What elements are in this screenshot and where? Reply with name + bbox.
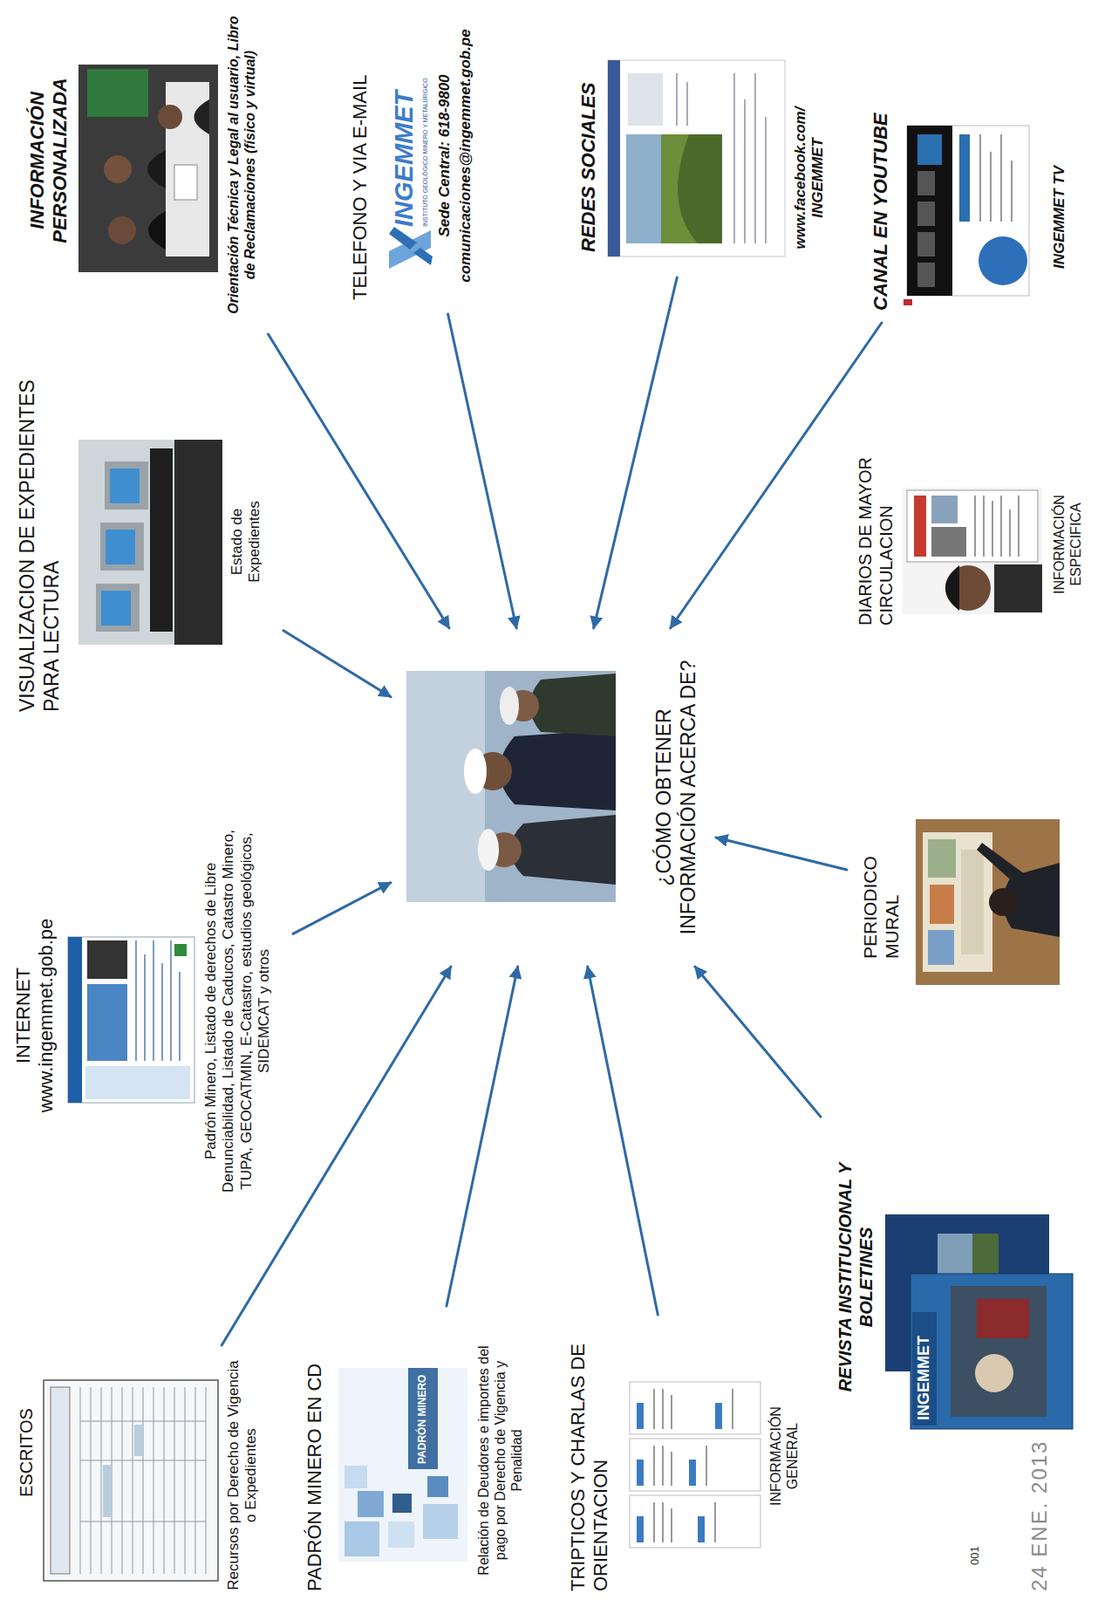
info-block: VISUALIZACION DE EXPEDIENTES PARA LECTUR… bbox=[13, 372, 272, 715]
block-title: CANAL EN YOUTUBE bbox=[869, 68, 893, 311]
block-title: PERIODICO MURAL bbox=[859, 827, 903, 959]
info-block: PADRÓN MINERO EN CD Relación de Deudores … bbox=[300, 1317, 530, 1593]
label-text: 001 bbox=[968, 1545, 983, 1565]
block-title: INFORMACIÓN PERSONALIZADA bbox=[26, 55, 73, 266]
block-description: Padrón Minero, Listado de derechos de Li… bbox=[202, 818, 274, 1203]
label-text: PADRÓN MINERO bbox=[416, 1374, 429, 1464]
arrow-connector bbox=[695, 966, 821, 1117]
website-screenshot bbox=[68, 936, 195, 1103]
block-description: Relación de Deudores e importes del pago… bbox=[475, 1337, 526, 1583]
block-description: comunicaciones@ingemmet.gob.pe bbox=[456, 9, 475, 302]
block-description: INFORMACIÓN ESPECIFICA bbox=[1050, 474, 1085, 614]
block-title: DIARIOS DE MAYOR CIRCULACION bbox=[854, 424, 897, 626]
arrow-connector bbox=[587, 966, 659, 1315]
info-block: ESCRITOS Recursos por Derecho de Vigencia… bbox=[12, 1357, 274, 1593]
label-text: INGEMMET bbox=[914, 1335, 935, 1420]
miners-photo bbox=[406, 670, 616, 902]
arrow-connector bbox=[593, 277, 678, 628]
block-title: ¿CÓMO OBTENER INFORMACIÓN ACERCA DE? bbox=[652, 640, 701, 955]
computer-room-photo bbox=[78, 439, 223, 645]
info-block: DIARIOS DE MAYOR CIRCULACION INFORMACIÓN … bbox=[852, 424, 1093, 628]
youtube-screenshot bbox=[903, 125, 1030, 306]
block-title: INTERNET www.ingemmet.gob.pe bbox=[12, 884, 59, 1146]
block-description: INFORMACIÓN GENERAL bbox=[767, 1394, 801, 1517]
block-title: TRIPTICOS Y CHARLAS DE ORIENTACION bbox=[566, 1329, 614, 1591]
label-text: 24 ENE. 2013 bbox=[1027, 1439, 1053, 1591]
logo-mark bbox=[388, 226, 433, 269]
magazine-covers bbox=[885, 1213, 1073, 1429]
arrow-connector bbox=[670, 322, 882, 628]
form-scan bbox=[43, 1379, 219, 1581]
office-photo bbox=[78, 64, 219, 273]
block-description: Sede Central: 618-9800 bbox=[436, 9, 454, 302]
arrow-connector bbox=[448, 313, 518, 628]
block-title: REVISTA INSTITUCIONAL Y BOLETINES bbox=[834, 1124, 877, 1430]
block-title: PADRÓN MINERO EN CD bbox=[303, 1320, 327, 1591]
block-description: www.facebook.com/ INGEMMET bbox=[791, 99, 828, 257]
block-description: Estado de Expedientes bbox=[228, 484, 265, 599]
info-block: PERIODICO MURAL bbox=[859, 805, 1062, 989]
arrow-connector bbox=[293, 882, 391, 935]
block-title: VISUALIZACION DE EXPEDIENTES PARA LECTUR… bbox=[15, 373, 64, 712]
brochures bbox=[629, 1381, 761, 1548]
block-description: Recursos por Derecho de Vigencia o Exped… bbox=[225, 1357, 261, 1593]
info-block: REDES SOCIALES www.facebook.com/ INGEMMET bbox=[575, 42, 838, 266]
block-title: REDES SOCIALES bbox=[577, 42, 601, 253]
info-block: INFORMACIÓN PERSONALIZADA Orientación Téc… bbox=[24, 7, 304, 322]
newspaper-reader-photo bbox=[902, 487, 1043, 614]
info-block: CANAL EN YOUTUBE INGEMMET TV bbox=[867, 66, 1082, 311]
block-description: Orientación Técnica y Legal al usuario, … bbox=[225, 7, 259, 322]
info-block: ¿CÓMO OBTENER INFORMACIÓN ACERCA DE? bbox=[402, 640, 704, 955]
block-description: INGEMMET TV bbox=[1050, 143, 1069, 292]
info-block: INTERNET www.ingemmet.gob.pe Padrón Miner… bbox=[10, 818, 281, 1203]
block-title: ESCRITOS bbox=[15, 1365, 37, 1497]
info-block: TRIPTICOS Y CHARLAS DE ORIENTACION INFORM… bbox=[565, 1326, 810, 1593]
label-text: INSTITUTO GEOLÓGICO MINERO Y METALÚRGICO bbox=[422, 77, 430, 227]
arrow-connector bbox=[283, 630, 391, 697]
bulletin-board-photo bbox=[915, 818, 1060, 985]
facebook-screenshot bbox=[607, 60, 785, 257]
label-text: INGEMMET bbox=[388, 90, 420, 227]
cd-cover bbox=[338, 1367, 468, 1562]
arrow-connector bbox=[446, 966, 519, 1306]
info-block: REVISTA INSTITUCIONAL Y BOLETINES bbox=[832, 1124, 1078, 1430]
block-title: TELEFONO Y VIA E-MAIL bbox=[348, 9, 372, 301]
arrow-connector bbox=[716, 837, 847, 870]
arrow-connector bbox=[268, 334, 451, 628]
